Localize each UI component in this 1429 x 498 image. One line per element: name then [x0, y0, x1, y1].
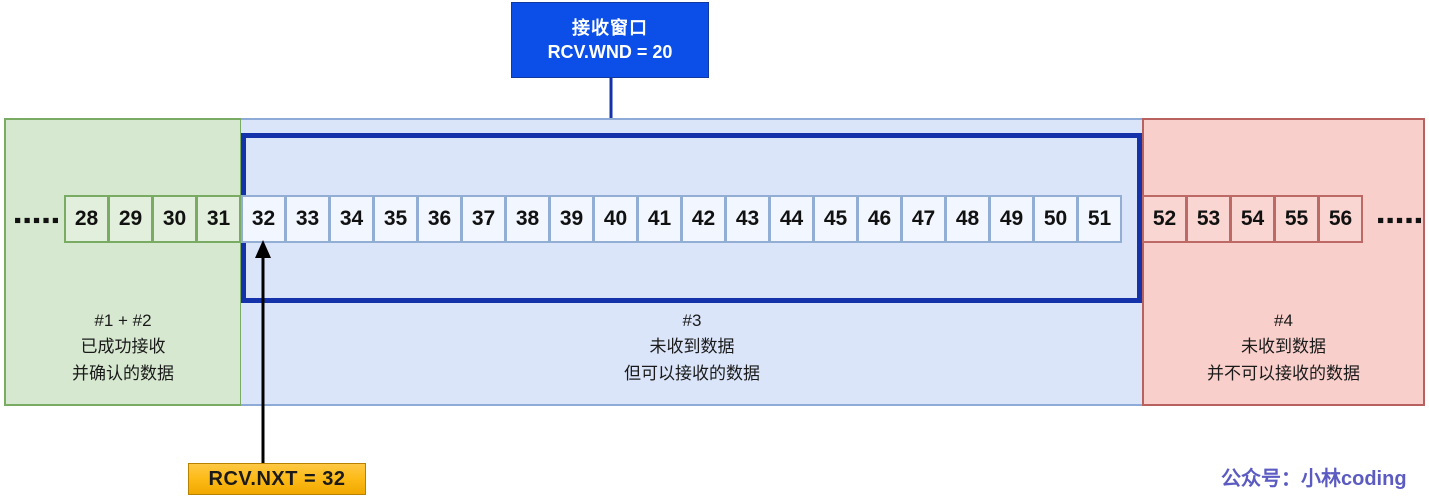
sequence-cell: 47 [901, 195, 946, 243]
caption-acked: #1 + #2 已成功接收 并确认的数据 [4, 308, 242, 387]
sequence-cell: 55 [1274, 195, 1319, 243]
sequence-cell: 53 [1186, 195, 1231, 243]
sequence-cell: 42 [681, 195, 726, 243]
sequence-cell: 43 [725, 195, 770, 243]
sequence-cell: 50 [1033, 195, 1078, 243]
sequence-cell: 34 [329, 195, 374, 243]
sequence-cell: 41 [637, 195, 682, 243]
region-unavailable-band [1142, 118, 1425, 406]
caption-unavailable-line1: 未收到数据 [1241, 337, 1326, 357]
caption-unavailable: #4 未收到数据 并不可以接收的数据 [1142, 308, 1425, 387]
sequence-cell: 46 [857, 195, 902, 243]
sequence-cell: 49 [989, 195, 1034, 243]
region-acked-band [4, 118, 242, 406]
sequence-cell: 45 [813, 195, 858, 243]
caption-acked-id: #1 + #2 [94, 311, 152, 330]
caption-unavailable-line2: 并不可以接收的数据 [1207, 363, 1360, 383]
sequence-cell: 31 [196, 195, 241, 243]
sequence-cell: 39 [549, 195, 594, 243]
callout-title: 接收窗口 [572, 17, 648, 38]
sequence-cell: 33 [285, 195, 330, 243]
sequence-cell: 56 [1318, 195, 1363, 243]
sequence-cell: 28 [64, 195, 109, 243]
sequence-cell: 51 [1077, 195, 1122, 243]
callout-value: RCV.WND = 20 [547, 42, 673, 62]
rcv-nxt-up-arrow-icon [255, 240, 271, 468]
caption-window: #3 未收到数据 但可以接收的数据 [241, 308, 1143, 387]
sequence-cell: 35 [373, 195, 418, 243]
receive-window-callout: 接收窗口 RCV.WND = 20 [511, 2, 709, 78]
sequence-cell: 29 [108, 195, 153, 243]
sequence-cell: 38 [505, 195, 550, 243]
ellipsis-right: ▪▪▪▪▪ [1377, 209, 1425, 232]
sequence-cell: 37 [461, 195, 506, 243]
sequence-cell: 30 [152, 195, 197, 243]
caption-window-line1: 未收到数据 [649, 337, 735, 357]
sequence-cell: 52 [1142, 195, 1187, 243]
caption-acked-line2: 并确认的数据 [72, 363, 174, 383]
ellipsis-left: ▪▪▪▪▪ [14, 209, 62, 232]
sequence-cell: 40 [593, 195, 638, 243]
sequence-cell: 32 [241, 195, 286, 243]
region-window-band [241, 118, 1143, 406]
watermark: 公众号：小林coding [1221, 468, 1407, 490]
rcv-nxt-badge: RCV.NXT = 32 [188, 463, 366, 495]
sequence-cell: 44 [769, 195, 814, 243]
sequence-cell: 36 [417, 195, 462, 243]
caption-window-line2: 但可以接收的数据 [624, 363, 760, 383]
caption-unavailable-id: #4 [1274, 311, 1293, 330]
caption-window-id: #3 [682, 311, 702, 330]
sequence-cell: 54 [1230, 195, 1275, 243]
sequence-cell: 48 [945, 195, 990, 243]
caption-acked-line1: 已成功接收 [80, 337, 166, 357]
